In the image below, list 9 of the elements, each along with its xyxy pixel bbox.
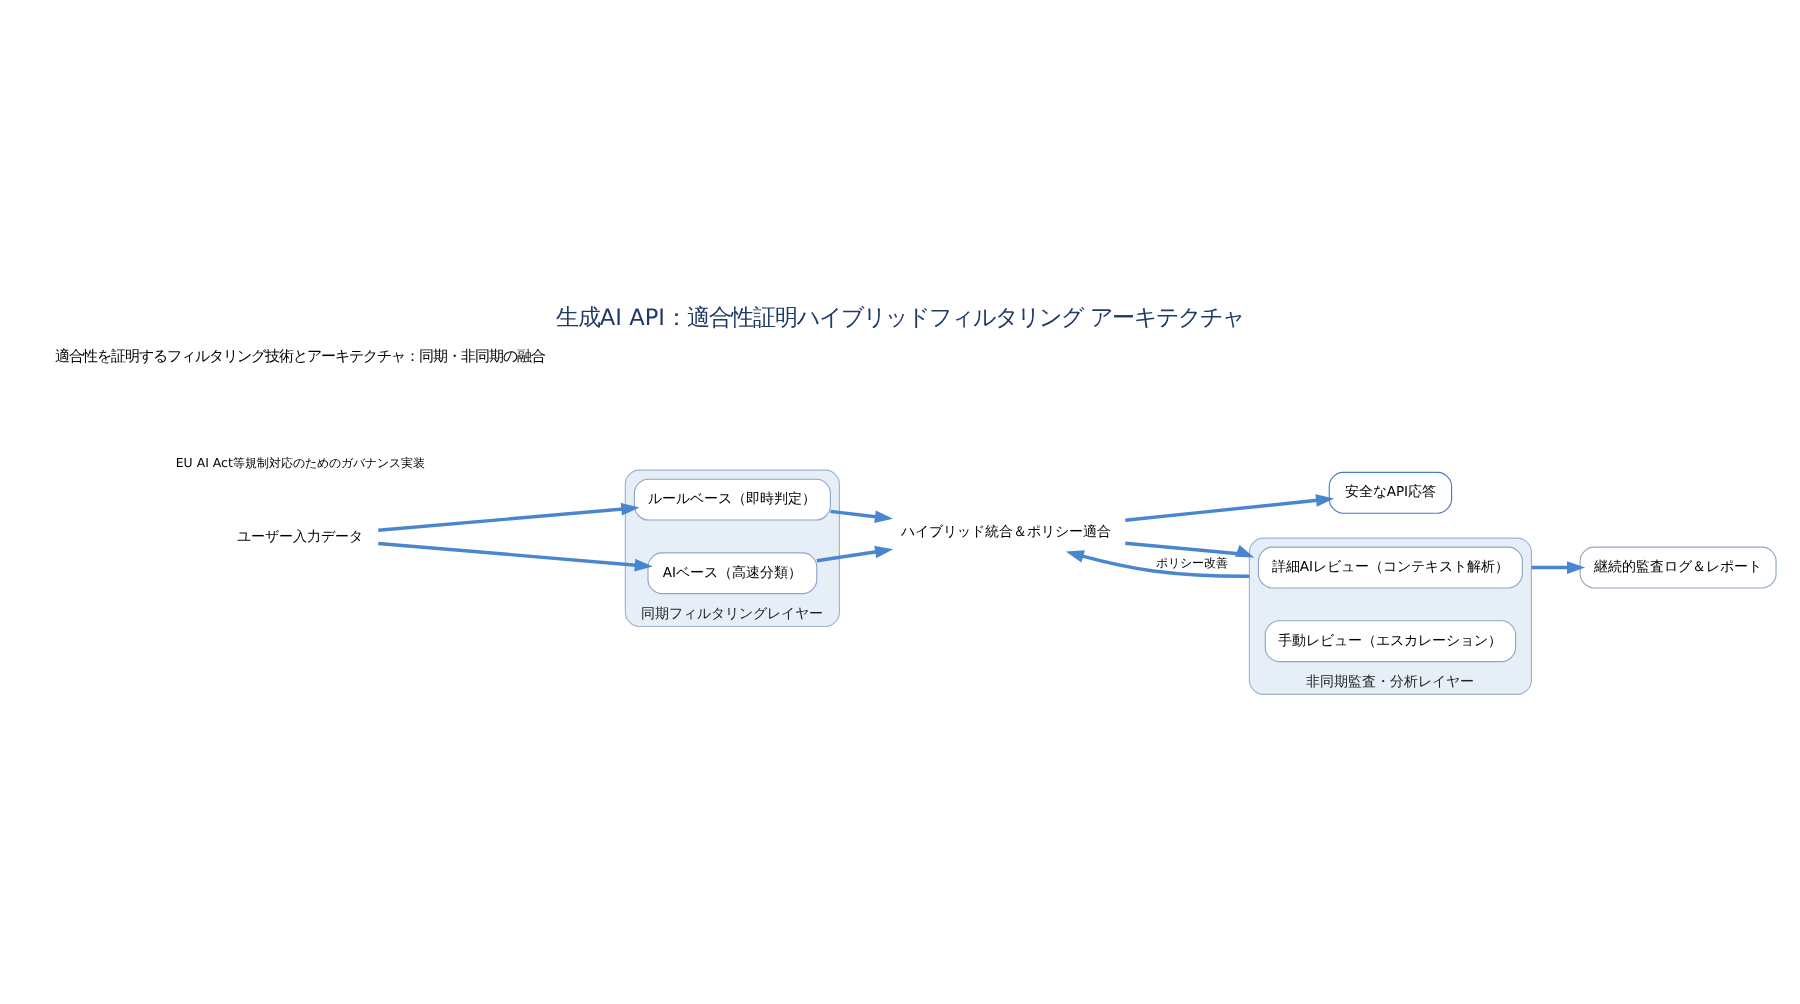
arrow: [378, 501, 640, 531]
arrow: [1125, 540, 1255, 557]
arrow: [816, 544, 894, 562]
arrow: [830, 508, 894, 522]
arrow: [1531, 560, 1586, 573]
arrow: [1125, 493, 1335, 521]
arrow: [378, 540, 653, 571]
arrow: [1065, 549, 1250, 577]
diagram-title: 生成AI API：適合性証明ハイブリッドフィルタリング アーキテクチャ: [555, 302, 1245, 331]
